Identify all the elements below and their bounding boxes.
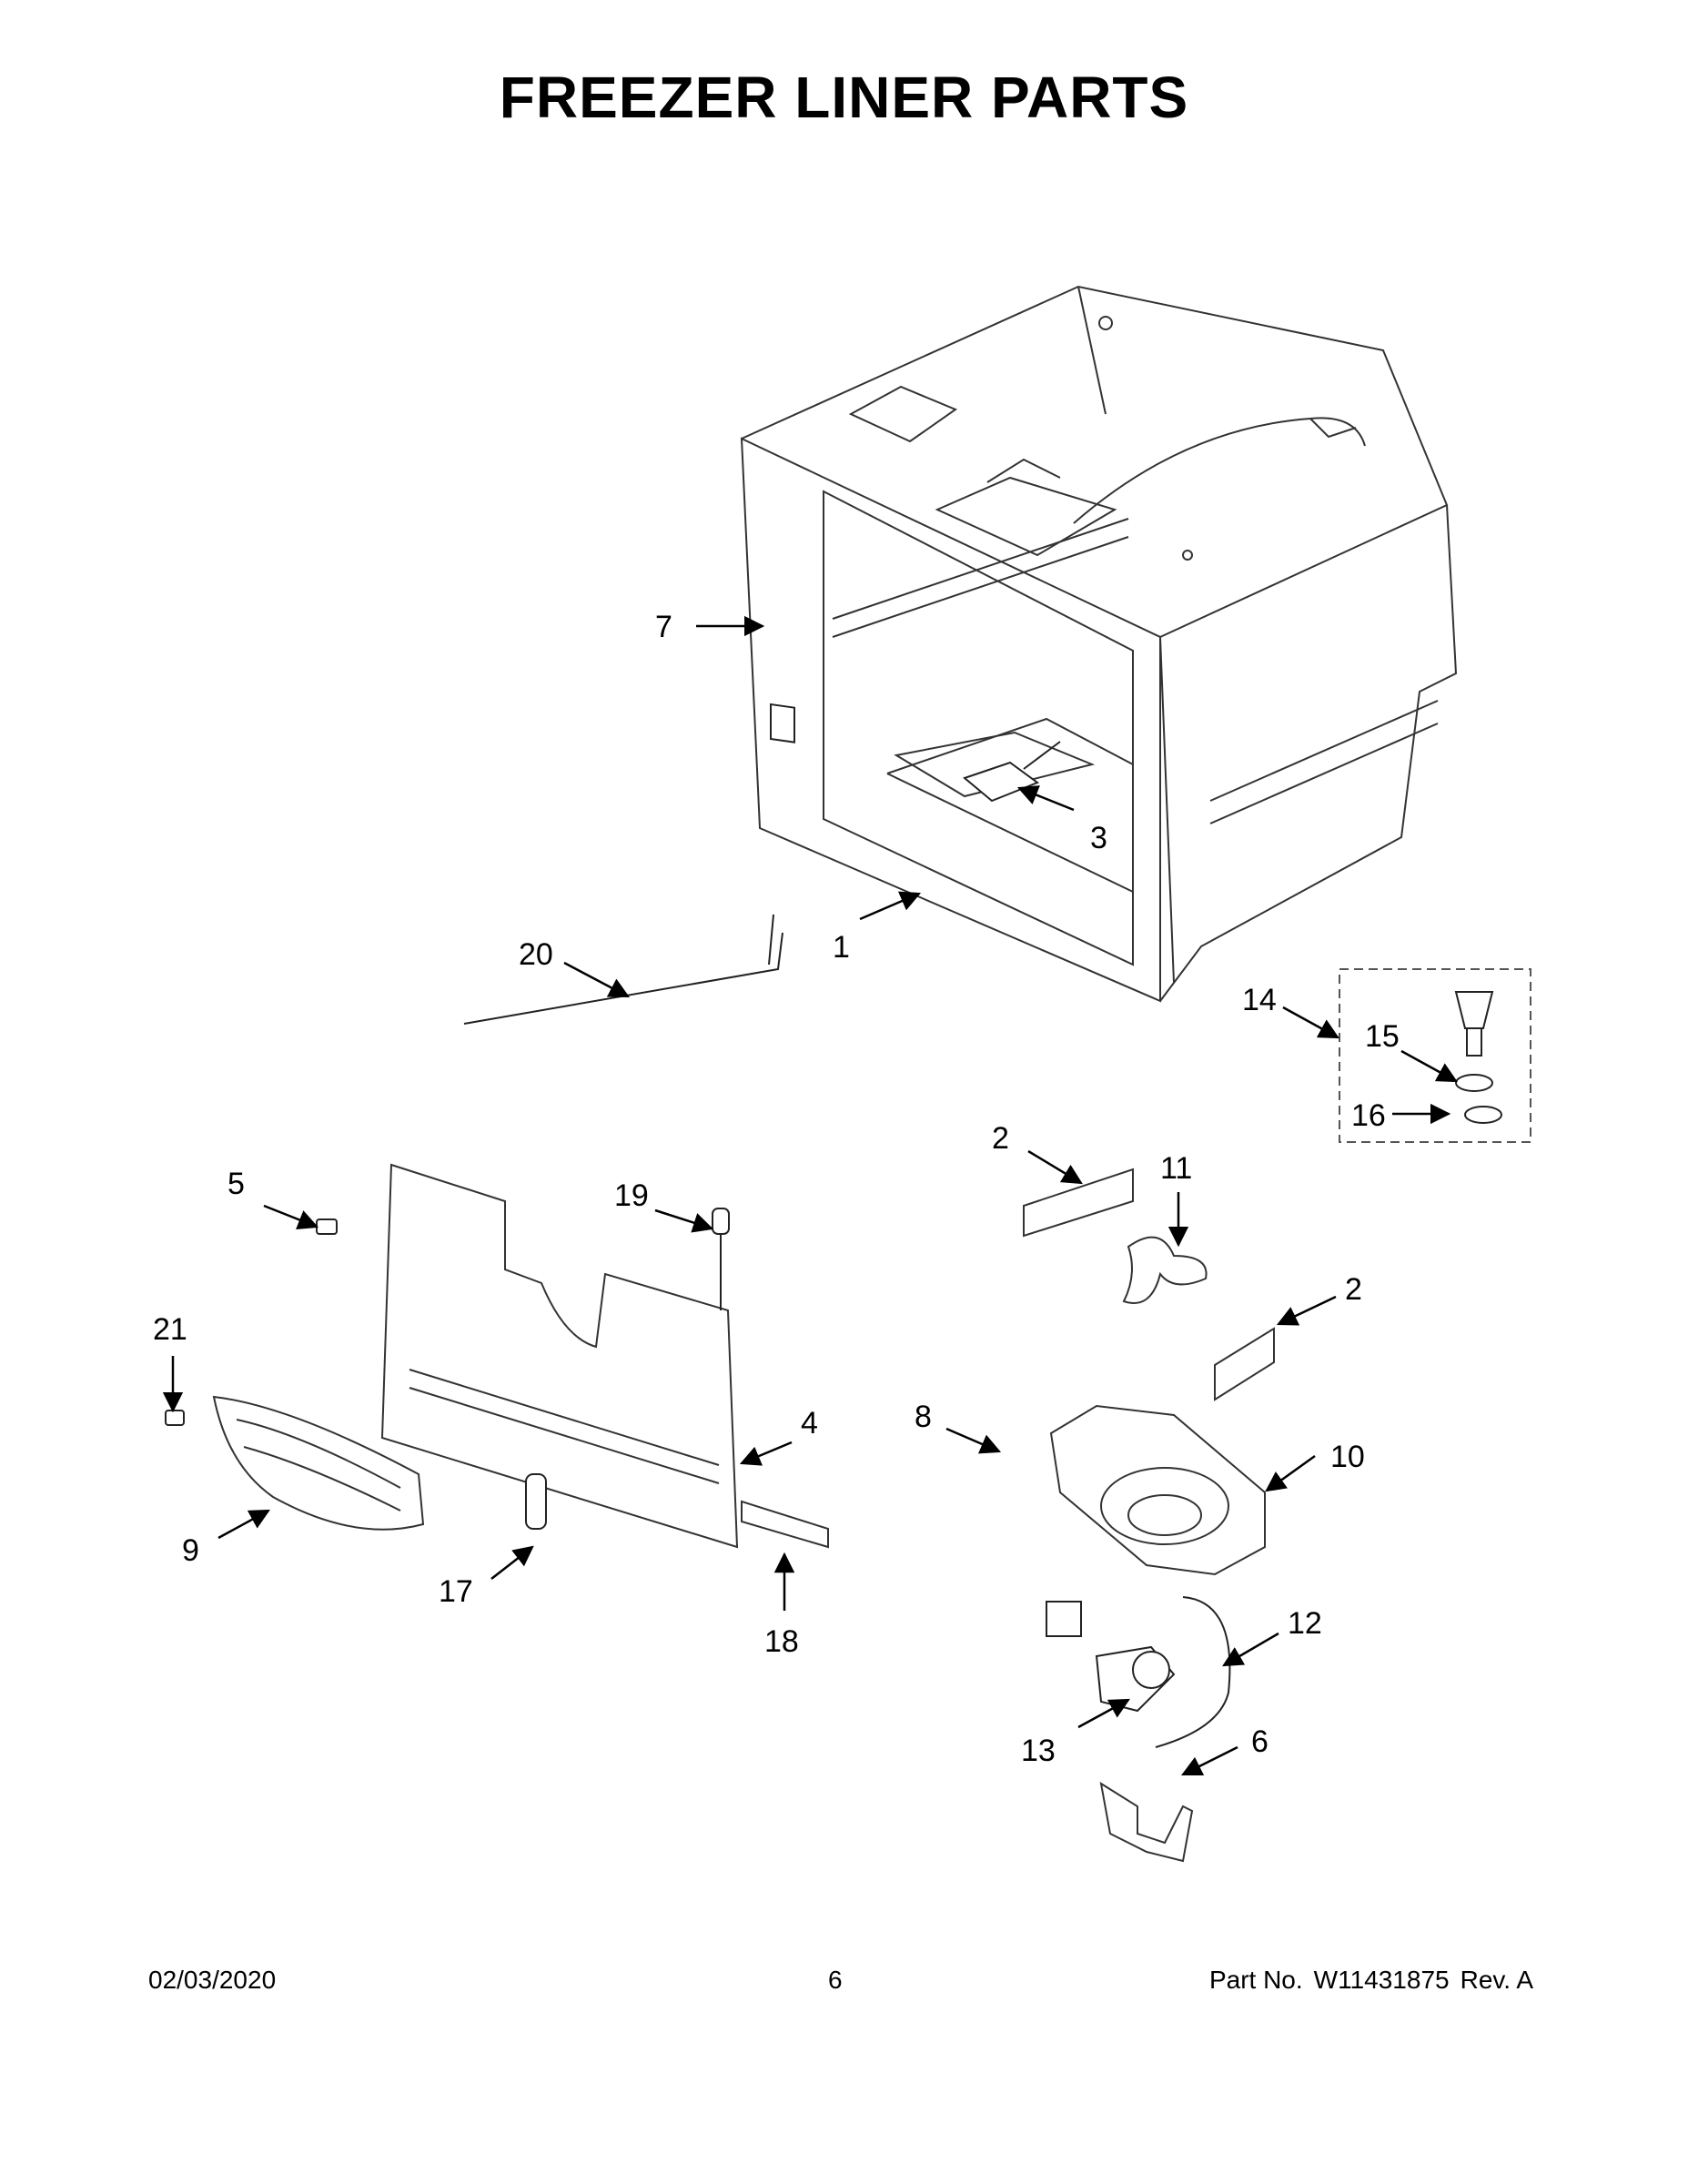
sensor-part (962, 741, 1061, 803)
drain-kit-box (1339, 968, 1531, 1143)
callout-8: 8 (915, 1400, 932, 1434)
freezer-liner (740, 285, 1458, 1003)
callout-arrows (162, 615, 1458, 1776)
screw-part (165, 1218, 338, 1426)
callout-labels: 1 2 2 3 4 5 6 7 8 9 10 11 12 13 14 15 16… (153, 610, 1400, 1768)
light-switch-part (770, 703, 795, 743)
callout-14: 14 (1242, 983, 1277, 1017)
foam-pad-part (1023, 1168, 1275, 1401)
callout-15: 15 (1365, 1019, 1400, 1054)
callout-19: 19 (614, 1178, 649, 1213)
callout-17: 17 (439, 1574, 473, 1609)
callout-7: 7 (655, 610, 672, 644)
grille-part (212, 1395, 425, 1531)
thermistor-part (525, 1208, 730, 1530)
callout-5: 5 (227, 1167, 245, 1201)
callout-16: 16 (1351, 1098, 1386, 1133)
callout-9: 9 (182, 1533, 199, 1568)
callout-12: 12 (1288, 1606, 1322, 1641)
wire-harness-part (463, 914, 783, 1025)
callout-11: 11 (1160, 1151, 1192, 1186)
footer-page-number: 6 (828, 1966, 843, 1994)
callout-13: 13 (1021, 1734, 1056, 1768)
callout-10: 10 (1330, 1440, 1365, 1474)
callout-20: 20 (519, 937, 553, 972)
callout-21: 21 (153, 1312, 187, 1347)
revision: Rev. A (1460, 1966, 1533, 1994)
footer-part-number: Part No. W11431875 Rev. A (1198, 1966, 1533, 1995)
drain-parts (1454, 991, 1502, 1124)
page-title: FREEZER LINER PARTS (499, 65, 1189, 130)
evaporator-cover (380, 1163, 739, 1549)
callout-1: 1 (833, 930, 850, 965)
callout-6: 6 (1251, 1724, 1269, 1759)
part-label: Part No. (1208, 1966, 1303, 1994)
top-mount-brackets (848, 316, 1366, 561)
callout-18: 18 (764, 1624, 799, 1659)
fan-blade-part (1122, 1236, 1208, 1304)
part-number: W11431875 (1313, 1966, 1450, 1994)
callout-4: 4 (801, 1406, 818, 1441)
footer-date: 02/03/2020 (148, 1966, 277, 1994)
fan-shroud (1049, 1404, 1266, 1576)
callout-3: 3 (1090, 821, 1107, 855)
callout-2-upper: 2 (992, 1121, 1009, 1156)
callout-2-lower: 2 (1345, 1272, 1362, 1307)
foam-strip-part (741, 1500, 829, 1549)
fan-motor-part (1046, 1596, 1231, 1748)
motor-bracket-part (1099, 1781, 1194, 1863)
